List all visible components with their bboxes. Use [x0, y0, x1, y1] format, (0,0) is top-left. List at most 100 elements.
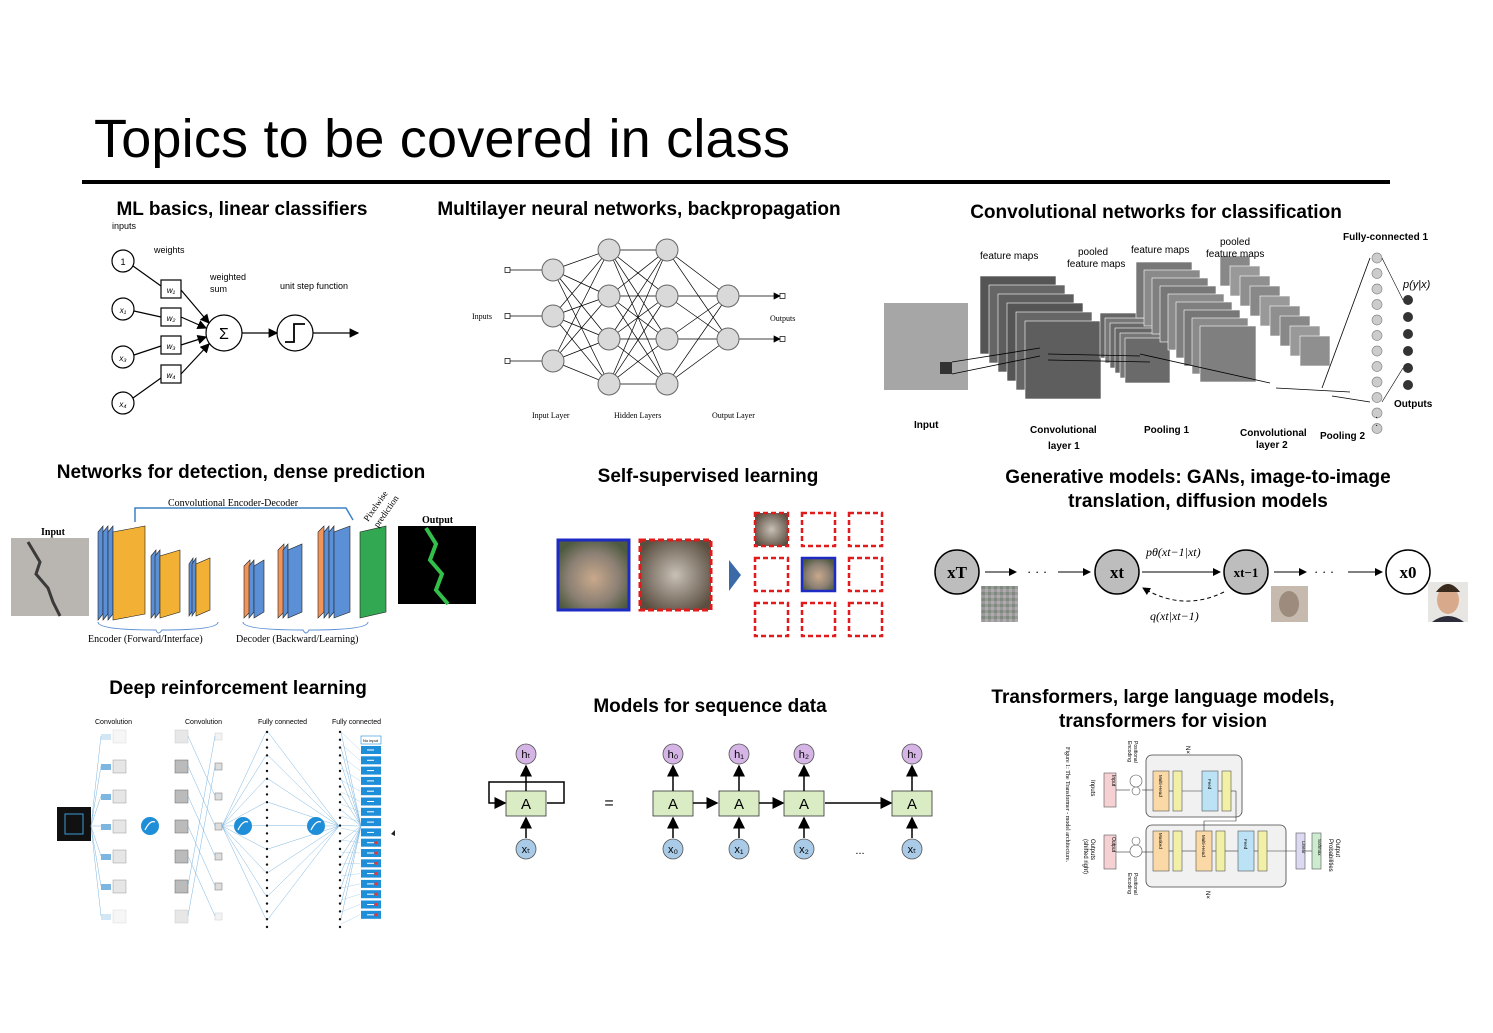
tf-pos-enc-top2: Encoding [1126, 741, 1132, 762]
cnn-pyx-label: p(y|x) [1402, 279, 1431, 291]
mlp-node-1-0 [597, 238, 621, 262]
heading-ssl: Self-supervised learning [597, 466, 819, 487]
diff-dots-2: · · · [1314, 564, 1334, 579]
rnn-x-node [793, 838, 815, 860]
mlp-node-3-1 [716, 327, 740, 351]
title-underline [82, 180, 1390, 184]
encoder-decoder-diagram: Input Output Convolutional Encoder-Decod… [11, 492, 476, 645]
drl-relu-2 [234, 817, 252, 835]
x4-label: x₄ [118, 400, 126, 409]
cnn-fm2-label: feature maps [1131, 245, 1189, 256]
tf-linear-label: Linear [1301, 841, 1306, 854]
w3-label: w₃ [167, 342, 176, 351]
det-encdec-label: Convolutional Encoder-Decoder [168, 498, 299, 509]
rnn-cell-label: A [668, 796, 678, 813]
tf-dec-masked-label: Masked [1158, 833, 1163, 849]
tf-enc-ff [1201, 770, 1219, 812]
rnn-h-node [515, 743, 537, 765]
rnn-h-node [728, 743, 750, 765]
rnn-h-node [901, 743, 923, 765]
drl-diagram: Convolution Convolution Fully connected … [57, 719, 395, 929]
rnn-cell [652, 790, 694, 817]
rnn-x-label: xₜ [908, 844, 917, 856]
cnn-conv1a: Convolutional [1030, 425, 1097, 436]
rnn-cell [505, 790, 547, 817]
w2-label: w₂ [167, 314, 176, 323]
mlp-node-0-2 [541, 349, 565, 373]
heading-ml-basics: ML basics, linear classifiers [116, 199, 368, 220]
drl-conv2-label: Convolution [185, 719, 222, 726]
tf-enc-addnorm-2 [1221, 770, 1232, 812]
heading-transformers: Transformers, large language models, tra… [980, 686, 1346, 734]
svg-text:·: · [1375, 412, 1378, 423]
cnn-fm1-label: feature maps [980, 251, 1038, 262]
joystick-icon [391, 830, 395, 836]
rnn-h-label: h₂ [799, 749, 809, 761]
drl-fc1-label: Fully connected [258, 719, 307, 726]
cnnStack3-map [1299, 335, 1331, 367]
rnn-cell [718, 790, 760, 817]
mlp-node-2-1 [655, 284, 679, 308]
diff-xt1-node [1223, 549, 1269, 595]
det-encoder-label: Encoder (Forward/Interface) [88, 634, 203, 645]
rnn-h-label: hₜ [521, 749, 530, 761]
tf-pos-enc-bottom: Positional [1132, 873, 1138, 895]
tf-input-emb-label: Input [1110, 775, 1116, 787]
diff-xt1-label: xt−1 [1234, 565, 1259, 580]
diffusion-diagram: xT xt xt−1 x0 · · · · · · pθ(xt−1|xt) q(… [934, 545, 1468, 623]
rnn-x-node [728, 838, 750, 860]
cnn-outputs-label: Outputs [1394, 399, 1433, 410]
drl-relu-3 [307, 817, 325, 835]
rnn-cell-label: A [907, 796, 917, 813]
drl-no-input-label: No input [363, 738, 379, 743]
cnn-pool2: Pooling 2 [1320, 431, 1365, 442]
drl-no-input-box [360, 735, 382, 745]
tf-caption: Figure 1: The Transformer - model archit… [1064, 747, 1071, 863]
drl-game-screen [57, 807, 91, 841]
mlp-input-layer-label: Input Layer [532, 411, 570, 420]
heading-generative-line1: Generative models: GANs, image-to-image [1005, 467, 1391, 488]
det-input-label: Input [41, 527, 66, 538]
mlp-outputs-label: Outputs [770, 314, 795, 323]
rnn-h-label: hₜ [907, 749, 916, 761]
tf-enc-addnorm-1 [1172, 770, 1183, 812]
ssl-grid-cell [847, 511, 884, 548]
tf-shifted-label: (shifted right) [1082, 839, 1088, 874]
mlp-node-0-1 [541, 304, 565, 328]
tf-softmax-label: Softmax [1317, 839, 1322, 856]
cnn-conv2a: Convolutional [1240, 428, 1307, 439]
diff-x0-label: x0 [1400, 563, 1417, 582]
det-output-label: Output [422, 515, 454, 526]
cnn-pooled2a: pooled [1220, 237, 1250, 248]
diff-noise-image [981, 586, 1018, 622]
tf-dec-ff [1237, 830, 1255, 872]
input-node-3 [111, 391, 135, 415]
ssl-grid-cell [847, 601, 884, 638]
rnn-equals: = [604, 795, 613, 812]
w4-label: w₄ [167, 371, 176, 380]
mlp-output-layer-label: Output Layer [712, 411, 755, 420]
cnn-fc-label: Fully-connected 1 [1343, 232, 1428, 243]
drl-relu-1 [141, 817, 159, 835]
tf-enc-nx: N× [1184, 746, 1190, 754]
heading-transformers-line1: Transformers, large language models, [991, 687, 1335, 708]
tf-out-probs-b: Probabilities [1327, 839, 1333, 872]
ssl-neighbor-patch [638, 538, 713, 612]
diff-xT-label: xT [947, 563, 968, 582]
mlp-node-3-0 [716, 284, 740, 308]
det-input-image [11, 538, 89, 616]
cnn-pool1: Pooling 1 [1144, 425, 1189, 436]
svg-text:·: · [1375, 420, 1378, 431]
cnn-diagram: feature maps pooled feature maps feature… [884, 232, 1433, 452]
input-node-1 [111, 297, 135, 321]
rnn-cell [891, 790, 933, 817]
sum-label: sum [210, 284, 227, 294]
sigma-symbol: Σ [219, 326, 229, 343]
step-label: unit step function [280, 281, 348, 291]
rnn-cell-label: A [734, 796, 744, 813]
heading-generative-line2: translation, diffusion models [1068, 491, 1328, 512]
perceptron-diagram: inputs weights weighted sum unit step fu… [111, 221, 360, 415]
diff-xt-label: xt [1110, 563, 1125, 582]
mlp-node-0-0 [541, 258, 565, 282]
